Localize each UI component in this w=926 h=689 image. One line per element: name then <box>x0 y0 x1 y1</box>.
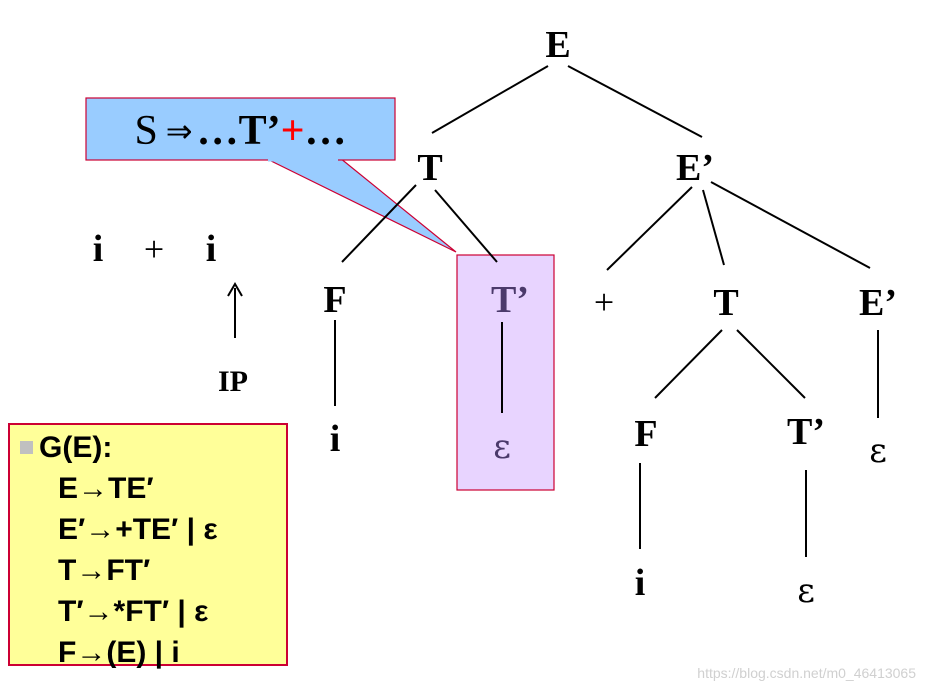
watermark: https://blog.csdn.net/m0_46413065 <box>697 665 916 681</box>
edge-t-f <box>341 184 417 263</box>
grammar-production: E→TE′ <box>58 472 154 505</box>
node-e-root: E <box>545 24 570 66</box>
node-epsilon-highlighted: ε <box>493 427 511 467</box>
grammar-box: G(E): E→TE′ E′→+TE′ | ε T→FT′ T′→*FT′ | … <box>8 423 288 669</box>
grammar-production: T→FT′ <box>58 554 151 587</box>
node-e-prime: E’ <box>676 147 714 189</box>
node-t2: T <box>713 282 738 324</box>
node-epsilon-e2: ε <box>869 431 887 471</box>
ip-arrow-head <box>227 282 243 297</box>
grammar-production: F→(E) | i <box>58 636 180 669</box>
input-token-2: + <box>144 229 164 269</box>
callout-start-symbol: S <box>134 108 158 154</box>
edge-t2-f2 <box>654 329 723 399</box>
edge-e-t <box>431 65 549 134</box>
input-token-3: i <box>206 228 217 270</box>
node-plus: + <box>594 282 614 322</box>
edge-e-e1 <box>567 65 703 138</box>
derives-arrow-icon: ⇒ <box>165 112 193 150</box>
callout-trailing-dots: … <box>304 108 347 154</box>
bullet-icon <box>20 441 33 454</box>
node-t-prime: T’ <box>491 279 529 321</box>
node-e-prime-2: E’ <box>859 282 897 324</box>
edge-t-tp <box>434 189 498 263</box>
grammar-production: T′→*FT′ | ε <box>58 595 209 628</box>
grammar-production: E′→+TE′ | ε <box>58 513 218 546</box>
node-epsilon-t2: ε <box>797 571 815 611</box>
edge-e1-e2 <box>710 181 871 269</box>
tree-nodes: E T E’ F T’ + T E’ i ε F T’ ε i ε <box>323 24 897 611</box>
node-i: i <box>330 418 341 460</box>
tree-edges <box>227 65 879 557</box>
callout-box <box>85 97 396 161</box>
edge-e1-plus <box>606 186 693 271</box>
node-t: T <box>417 147 442 189</box>
node-t-prime-2: T’ <box>787 411 825 453</box>
callout-plus: + <box>280 108 305 154</box>
grammar-title-row: G(E): <box>10 427 286 468</box>
ip-label: IP <box>218 365 248 398</box>
edge-e1-t2 <box>702 189 725 266</box>
callout-derivation: S ⇒ …T’ + … <box>88 103 393 159</box>
node-f2: F <box>634 413 657 455</box>
node-i2: i <box>635 562 646 604</box>
input-string: i + i IP <box>93 228 248 398</box>
node-f: F <box>323 279 346 321</box>
input-token-1: i <box>93 228 104 270</box>
callout-dots-t-prime: …T’ <box>196 108 281 154</box>
grammar-title: G(E): <box>39 431 113 464</box>
highlight-box <box>456 254 555 491</box>
edge-t2-tp2 <box>736 329 806 399</box>
